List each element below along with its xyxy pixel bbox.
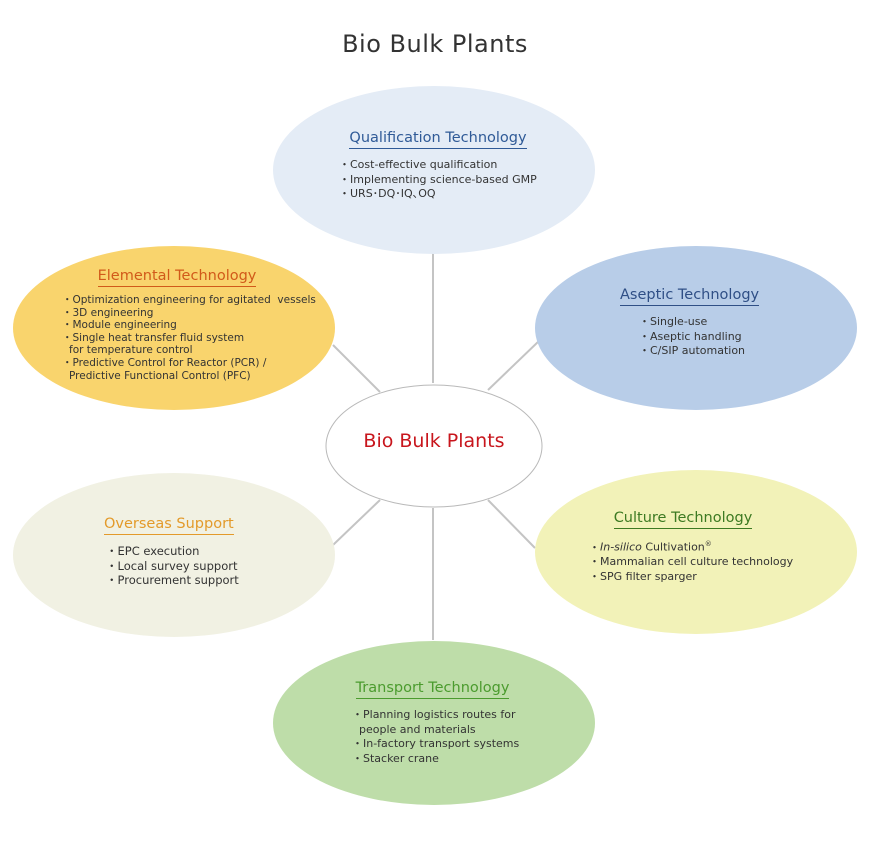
list-item: In-silico Cultivation® (593, 537, 793, 555)
connector-overseas (332, 499, 381, 546)
transport-content: Transport Technology Planning logistics … (350, 677, 519, 766)
list-item: Single-use (643, 315, 759, 330)
list-item: people and materials (359, 722, 476, 736)
culture-list: In-silico Cultivation® Mammalian cell cu… (593, 537, 793, 584)
connector-culture (487, 499, 536, 549)
aseptic-list: Single-use Aseptic handling C/SIP automa… (643, 315, 759, 359)
registered-mark: ® (704, 540, 712, 548)
qualification-list: Cost-effective qualification Implementin… (343, 158, 537, 202)
list-item: Implementing science-based GMP (343, 173, 537, 188)
list-item: Cost-effective qualification (343, 158, 537, 173)
overseas-content: Overseas Support EPC execution Local sur… (104, 513, 239, 588)
culture-content: Culture Technology In-silico Cultivation… (589, 507, 793, 584)
list-item: Optimization engineering for agitated ve… (66, 294, 316, 307)
connector-lines (332, 252, 541, 640)
list-item: URS･DQ･IQ､OQ (343, 187, 537, 202)
list-item: SPG filter sparger (593, 570, 793, 585)
list-item: Planning logistics routes for (356, 708, 519, 723)
list-item: In-factory transport systems (356, 737, 519, 752)
elemental-content: Elemental Technology Optimization engine… (62, 265, 316, 382)
cultivation-text: Cultivation (645, 540, 705, 554)
center-label: Bio Bulk Plants (363, 430, 505, 452)
connector-aseptic (487, 339, 541, 391)
list-item: EPC execution (110, 544, 239, 559)
connector-elemental (332, 344, 381, 393)
in-silico-text: In-silico (600, 540, 642, 554)
overseas-list: EPC execution Local survey support Procu… (110, 544, 239, 588)
list-item: Single heat transfer fluid system (66, 332, 316, 345)
list-item: 3D engineering (66, 307, 316, 320)
list-item: Local survey support (110, 559, 239, 574)
center-node (325, 384, 543, 508)
list-item: for temperature control (69, 344, 193, 357)
aseptic-content: Aseptic Technology Single-use Aseptic ha… (620, 284, 760, 359)
culture-title: Culture Technology (613, 510, 753, 529)
overseas-title: Overseas Support (104, 516, 234, 535)
list-item: Procurement support (110, 573, 239, 588)
qualification-content: Qualification Technology Cost-effective … (340, 127, 537, 202)
list-item: C/SIP automation (643, 344, 759, 359)
list-item: Predictive Control for Reactor (PCR) / (66, 357, 316, 370)
elemental-title: Elemental Technology (97, 268, 257, 287)
qualification-title: Qualification Technology (349, 130, 527, 149)
transport-title: Transport Technology (355, 680, 510, 699)
page-title: Bio Bulk Plants (342, 30, 528, 58)
list-item: Module engineering (66, 319, 316, 332)
list-item: Aseptic handling (643, 330, 759, 345)
elemental-list: Optimization engineering for agitated ve… (66, 294, 316, 382)
list-item: Mammalian cell culture technology (593, 555, 793, 570)
list-item: Stacker crane (356, 752, 519, 767)
aseptic-title: Aseptic Technology (620, 287, 760, 306)
transport-list: Planning logistics routes for people and… (356, 708, 519, 766)
list-item: Predictive Functional Control (PFC) (69, 369, 251, 382)
